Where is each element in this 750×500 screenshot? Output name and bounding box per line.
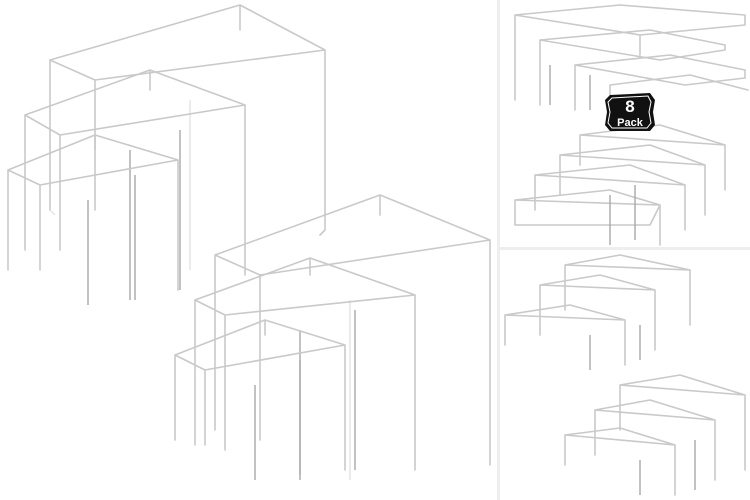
badge-label: Pack bbox=[617, 117, 644, 129]
rectangular-risers-illustration: 8 Pack bbox=[514, 4, 749, 246]
panel-divider-horizontal bbox=[500, 247, 750, 250]
panel-divider-vertical bbox=[497, 0, 500, 500]
riser-stack-upper bbox=[514, 4, 749, 116]
main-product-view bbox=[7, 4, 491, 480]
secondary-view-top: 8 Pack bbox=[500, 0, 750, 247]
small-risers-illustration bbox=[504, 254, 746, 496]
riser-set-upper bbox=[7, 4, 326, 305]
small-riser-set-lower bbox=[564, 374, 746, 496]
badge-count: 8 bbox=[625, 97, 634, 116]
nested-risers-illustration bbox=[7, 4, 491, 480]
riser-stack-lower bbox=[514, 124, 726, 246]
riser-set-lower bbox=[174, 194, 491, 480]
secondary-view-bottom bbox=[500, 250, 750, 500]
pack-count-badge: 8 Pack bbox=[605, 93, 655, 131]
small-riser-set-upper bbox=[504, 254, 691, 370]
